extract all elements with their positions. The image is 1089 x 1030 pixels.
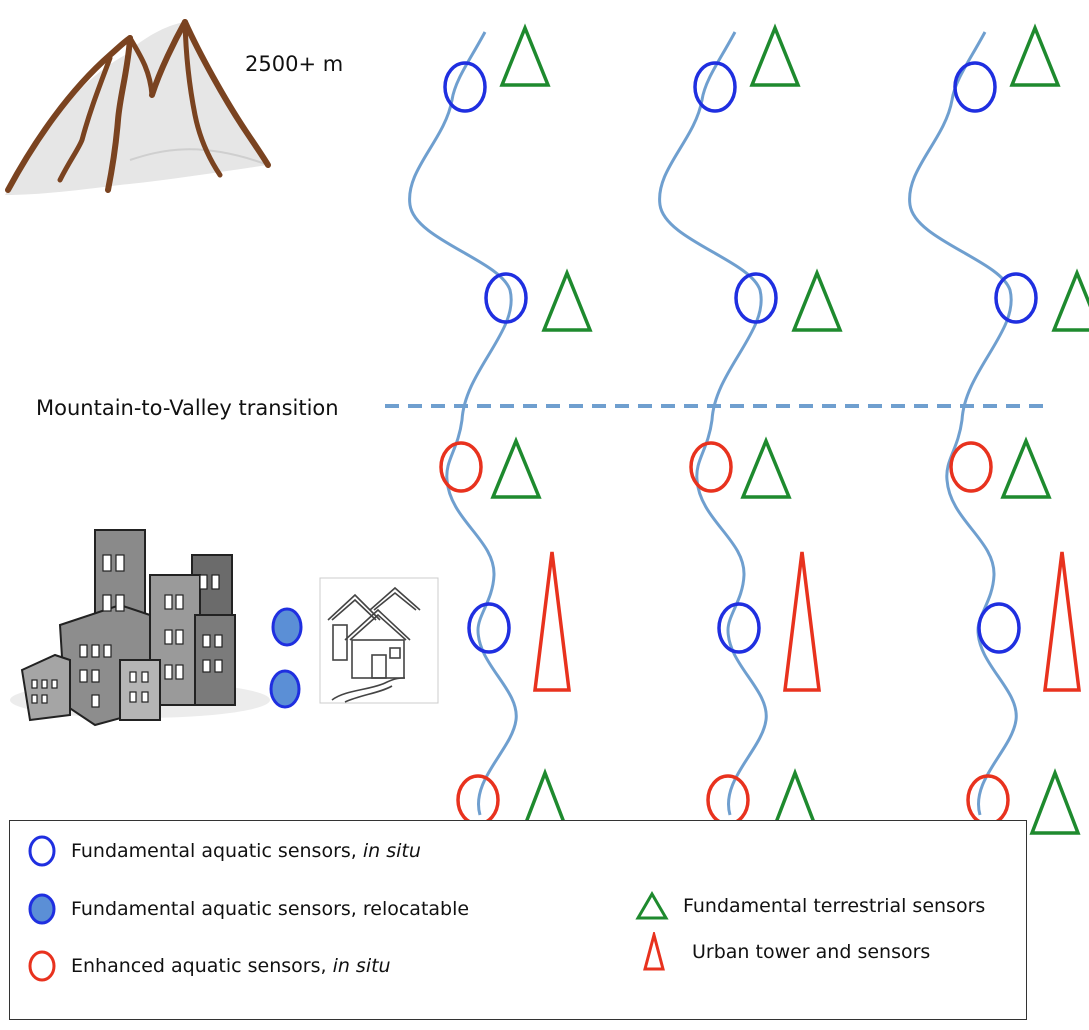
terrestrial-sensor-icon — [1029, 768, 1081, 835]
urban-tower-icon — [533, 551, 571, 692]
aquatic-sensor-icon — [484, 272, 528, 324]
enhanced-aquatic-sensor-icon — [966, 774, 1010, 826]
legend-item-enhanced-insitu: Enhanced aquatic sensors, in situ — [27, 949, 391, 983]
legend-aquatic-insitu-text: Fundamental aquatic sensors, — [71, 840, 363, 862]
aquatic-sensor-icon — [467, 602, 511, 654]
aquatic-sensor-icon — [717, 602, 761, 654]
river-group — [408, 31, 1018, 816]
terrestrial-sensor-icon — [541, 268, 593, 332]
legend-urban-text: Urban tower and sensors — [692, 941, 931, 963]
legend-aquatic-relocatable-text: Fundamental aquatic sensors, relocatable — [71, 898, 470, 920]
aquatic-sensor-icon — [443, 61, 487, 113]
legend-item-urban: Urban tower and sensors — [642, 932, 930, 972]
green-triangle-icon — [635, 891, 669, 920]
terrestrial-sensor-icon — [1051, 268, 1089, 332]
filled-blue-circle-icon — [28, 893, 56, 925]
legend-enhanced-insitu-text: Enhanced aquatic sensors, — [71, 955, 333, 977]
enhanced-aquatic-sensor-icon — [949, 441, 993, 493]
terrestrial-sensor-icon — [499, 23, 551, 87]
enhanced-aquatic-sensor-icon — [439, 441, 483, 493]
open-red-circle-icon — [28, 950, 56, 982]
aquatic-sensor-icon — [693, 61, 737, 113]
elevation-label: 2500+ m — [245, 52, 344, 76]
terrestrial-sensor-icon — [1000, 436, 1052, 499]
legend-item-aquatic-relocatable: Fundamental aquatic sensors, relocatable — [27, 892, 469, 926]
terrestrial-sensor-icon — [740, 436, 792, 499]
aquatic-sensor-icon — [734, 272, 778, 324]
river-line — [908, 31, 1018, 816]
mountain-icon — [5, 19, 271, 195]
river-line — [408, 31, 518, 816]
legend-terrestrial-text: Fundamental terrestrial sensors — [683, 895, 986, 917]
terrestrial-sensor-icon — [1009, 23, 1061, 87]
legend-aquatic-insitu-italic: in situ — [362, 840, 421, 862]
river-line — [658, 31, 768, 816]
legend-item-aquatic-insitu: Fundamental aquatic sensors, in situ — [27, 834, 421, 868]
relocatable-sensor-icon — [269, 669, 301, 709]
sensor-group — [439, 23, 1089, 835]
suburban-houses-icon — [319, 577, 439, 704]
city-buildings-icon — [10, 529, 270, 727]
urban-tower-icon — [1043, 551, 1081, 692]
red-tall-triangle-icon — [643, 932, 665, 971]
aquatic-sensor-icon — [994, 272, 1038, 324]
terrestrial-sensor-icon — [490, 436, 542, 499]
aquatic-sensor-icon — [953, 61, 997, 113]
relocatable-sensor-icon — [271, 607, 303, 647]
legend-item-terrestrial: Fundamental terrestrial sensors — [635, 891, 985, 921]
enhanced-aquatic-sensor-icon — [689, 441, 733, 493]
transition-label: Mountain-to-Valley transition — [36, 396, 339, 420]
urban-tower-icon — [783, 551, 821, 692]
legend: Fundamental aquatic sensors, in situ Fun… — [9, 820, 1027, 1020]
terrestrial-sensor-icon — [749, 23, 801, 87]
terrestrial-sensor-icon — [791, 268, 843, 332]
aquatic-sensor-icon — [977, 602, 1021, 654]
open-blue-circle-icon — [28, 835, 56, 867]
legend-enhanced-insitu-italic: in situ — [332, 955, 391, 977]
